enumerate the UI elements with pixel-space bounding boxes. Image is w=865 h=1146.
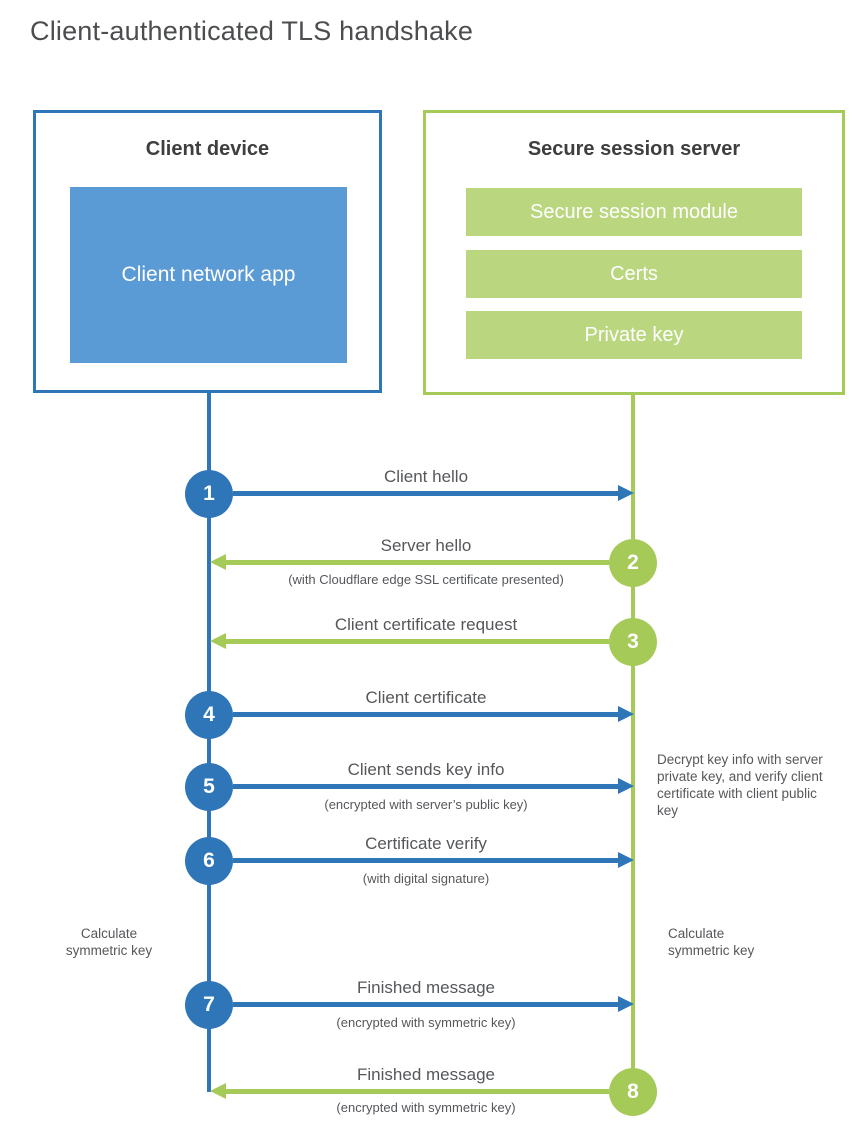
calculate-symmetric-key-note-server: Calculate symmetric key <box>668 926 755 958</box>
server-module-certs: Certs <box>466 250 802 298</box>
arrow-client-certificate <box>233 706 634 722</box>
arrow-certificate-verify <box>233 852 634 868</box>
step-number-8: 8 <box>627 1080 639 1103</box>
message-label-client-sends-key-info: Client sends key info <box>347 760 505 779</box>
message-sublabel-server-hello: (with Cloudflare edge SSL certificate pr… <box>288 572 564 587</box>
step-circle-1: 1 <box>185 470 233 518</box>
message-label-client-hello: Client hello <box>383 467 469 486</box>
arrow-client-certificate-request <box>210 633 609 649</box>
arrow-server-hello <box>210 554 609 570</box>
server-module-private-key: Private key <box>466 311 802 359</box>
step-number-7: 7 <box>203 993 215 1016</box>
server-module-secure-session: Secure session module <box>466 188 802 236</box>
step-number-3: 3 <box>627 630 639 653</box>
message-label-finished-message-client: Finished message <box>357 978 495 997</box>
step-circle-3: 3 <box>609 618 657 666</box>
message-label-certificate-verify: Certificate verify <box>365 834 487 853</box>
arrow-client-hello <box>233 485 634 501</box>
message-label-client-certificate-request: Client certificate request <box>334 615 518 634</box>
step-number-1: 1 <box>203 482 215 505</box>
client-network-app-label: Client network app <box>121 262 296 286</box>
arrow-finished-message-client <box>233 996 634 1012</box>
message-label-client-certificate: Client certificate <box>365 688 487 707</box>
message-sublabel-finished-message-server: (encrypted with symmetric key) <box>336 1100 516 1115</box>
client-network-app-box: Client network app <box>70 187 347 363</box>
client-device-box: Client device Client network app <box>33 110 382 393</box>
server-lifeline <box>631 394 635 1094</box>
step-number-4: 4 <box>203 703 215 726</box>
client-device-title: Client device <box>145 138 270 160</box>
arrow-finished-message-server <box>210 1083 609 1099</box>
decrypt-key-info-note: Decrypt key info with server private key… <box>657 752 823 818</box>
secure-session-server-box: Secure session server Secure session mod… <box>423 110 845 395</box>
step-circle-4: 4 <box>185 691 233 739</box>
page-title: Client-authenticated TLS handshake <box>30 16 474 46</box>
message-label-server-hello: Server hello <box>380 536 472 555</box>
step-circle-8: 8 <box>609 1068 657 1116</box>
message-sublabel-finished-message-client: (encrypted with symmetric key) <box>336 1015 516 1030</box>
step-number-2: 2 <box>627 551 639 574</box>
client-lifeline <box>207 392 211 1092</box>
message-sublabel-client-sends-key-info: (encrypted with server’s public key) <box>324 797 528 812</box>
message-sublabel-certificate-verify: (with digital signature) <box>362 871 490 886</box>
step-circle-5: 5 <box>185 763 233 811</box>
step-number-5: 5 <box>203 775 215 798</box>
step-circle-2: 2 <box>609 539 657 587</box>
calculate-symmetric-key-note-client: Calculate symmetric key <box>65 926 153 958</box>
message-label-finished-message-server: Finished message <box>357 1065 495 1084</box>
secure-session-server-title: Secure session server <box>527 138 741 160</box>
arrow-client-sends-key-info <box>233 778 634 794</box>
step-circle-6: 6 <box>185 837 233 885</box>
step-circle-7: 7 <box>185 981 233 1029</box>
step-number-6: 6 <box>203 849 215 872</box>
